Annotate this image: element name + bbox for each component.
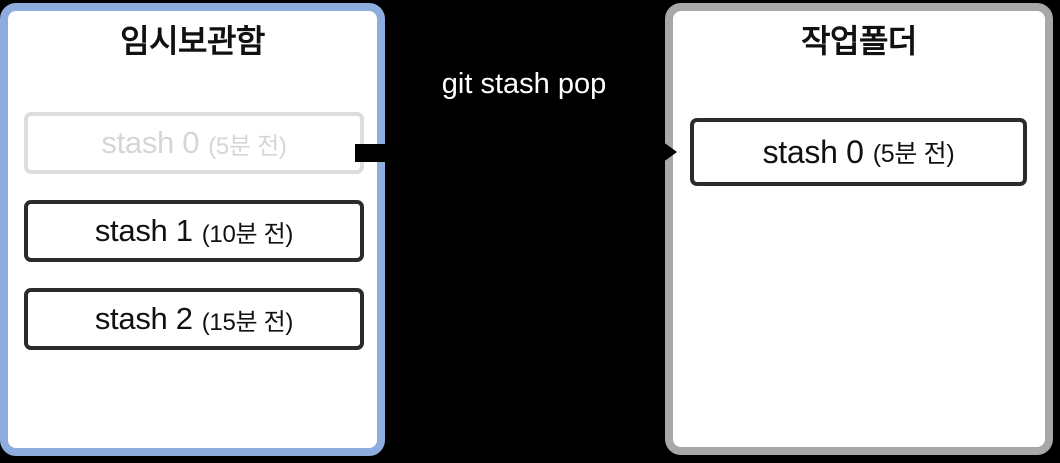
stash-list-item[interactable]: stash 2 (15분 전) bbox=[24, 288, 364, 350]
stash-item-name: stash 0 bbox=[762, 133, 864, 170]
panel-working-directory-title: 작업폴더 bbox=[801, 23, 917, 59]
stash-item-time: (10분 전) bbox=[201, 220, 294, 248]
panel-stash-list-title: 임시보관함 bbox=[120, 23, 265, 59]
stash-item-time: (5분 전) bbox=[208, 132, 287, 160]
working-directory-item[interactable]: stash 0 (5분 전) bbox=[690, 118, 1027, 186]
arrow-label: git stash pop bbox=[441, 68, 607, 100]
stash-list-item[interactable]: stash 0 (5분 전) bbox=[24, 112, 364, 174]
stash-item-name: stash 2 bbox=[94, 301, 193, 336]
stash-item-time: (5분 전) bbox=[872, 140, 955, 168]
panel-working-directory bbox=[665, 3, 1053, 455]
stash-item-name: stash 0 bbox=[101, 125, 200, 160]
stash-item-name: stash 1 bbox=[94, 213, 193, 248]
stash-item-time: (15분 전) bbox=[201, 308, 294, 336]
flow-arrow bbox=[355, 112, 685, 194]
arrow-icon bbox=[355, 120, 677, 184]
stash-list-item[interactable]: stash 1 (10분 전) bbox=[24, 200, 364, 262]
